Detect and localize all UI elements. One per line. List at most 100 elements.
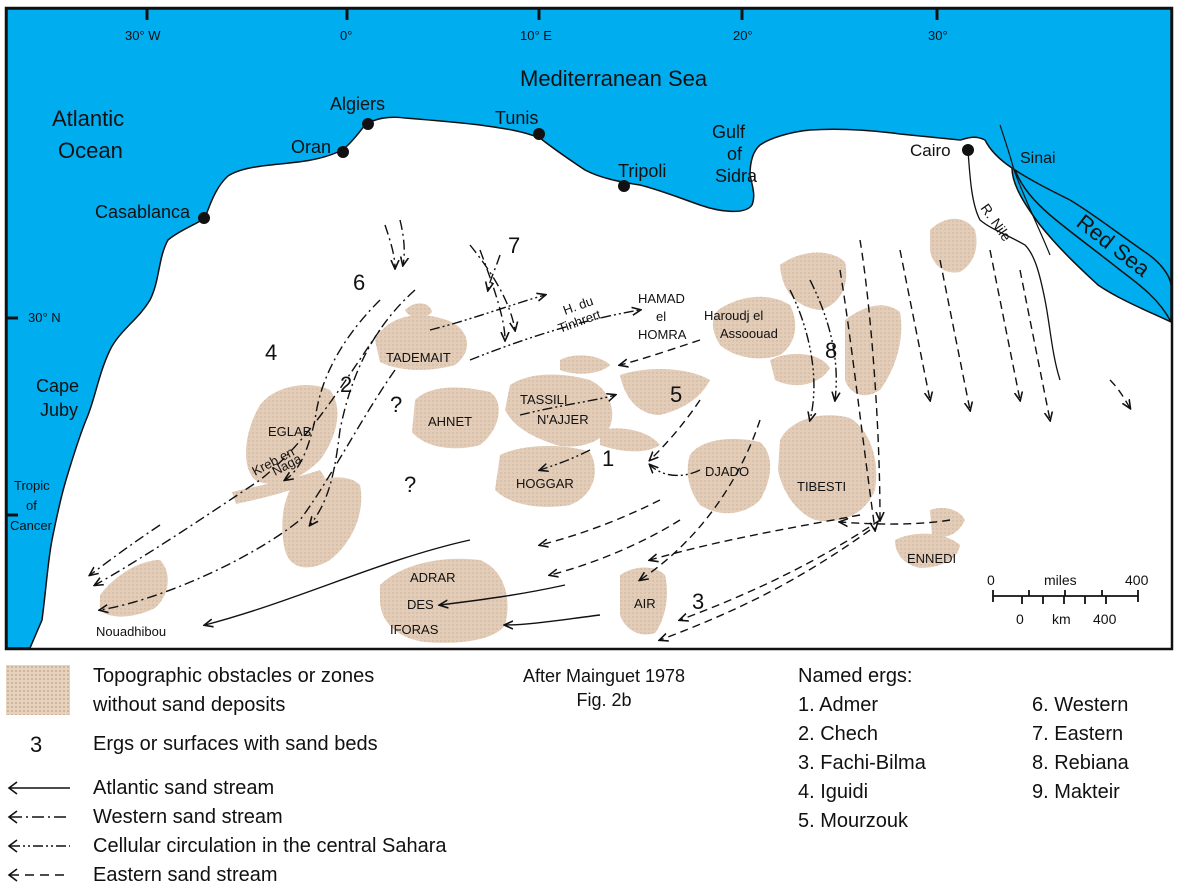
- erg-item: 1. Admer: [798, 694, 879, 716]
- city-label: Casablanca: [95, 202, 191, 222]
- erg-item: 9. Makteir: [1032, 781, 1120, 803]
- atlantic-label: Atlantic: [52, 106, 124, 131]
- erg-item: 4. Iguidi: [798, 781, 869, 803]
- eastern-stream-line: [540, 499, 661, 545]
- ergs-list-col2: 6. Western 7. Eastern 8. Rebiana 9. Makt…: [1032, 691, 1129, 807]
- massif-label: HAMAD: [638, 291, 685, 306]
- cape-label: Juby: [40, 400, 78, 420]
- cellular-stream-line: [429, 295, 545, 331]
- red-sea: [1013, 168, 1172, 323]
- massif-djado: [687, 438, 771, 514]
- atlantic-stream-symbol-head: [7, 781, 18, 795]
- atlantic-stream-line: [440, 584, 566, 605]
- massif-dakhla: [930, 218, 977, 273]
- erg-number: 8: [825, 338, 837, 363]
- erg-item: 5. Mourzouk: [798, 810, 909, 832]
- mediterranean-label: Mediterranean Sea: [520, 66, 708, 91]
- massif-label: Haroudj el: [704, 308, 763, 323]
- scale-label: km: [1052, 611, 1071, 627]
- eastern-stream-line: [620, 339, 701, 365]
- cellular-stream-line: [809, 279, 836, 400]
- longitude-label: 30° W: [125, 28, 161, 43]
- city-label: Algiers: [330, 94, 385, 114]
- erg-item: 3. Fachi-Bilma: [798, 752, 926, 774]
- legend-erg-text: Ergs or surfaces with sand beds: [93, 733, 378, 755]
- eastern-stream-line: [640, 419, 761, 580]
- ergs-list-col1: 1. Admer 2. Chech 3. Fachi-Bilma 4. Igui…: [798, 691, 926, 836]
- legend-western-stream: Western sand stream: [93, 806, 283, 828]
- erg-number: 6: [353, 270, 365, 295]
- eastern-stream-line: [939, 259, 970, 410]
- tropic-label: Cancer: [10, 518, 53, 533]
- massif-label: HOGGAR: [516, 476, 574, 491]
- tropic-label: of: [26, 498, 37, 513]
- massif-tassili: [505, 374, 613, 447]
- eastern-stream-line: [680, 519, 881, 620]
- sand-streams: [90, 219, 1130, 640]
- massif-label: ADRAR: [410, 570, 456, 585]
- erg-item: 7. Eastern: [1032, 723, 1124, 745]
- credit-source: After Mainguet 1978: [522, 666, 686, 686]
- scale-bar: [992, 590, 1139, 604]
- gulf-label: of: [727, 144, 743, 164]
- massif-tibesti: [778, 415, 877, 522]
- erg-number: 5: [670, 382, 682, 407]
- sinai-label: Sinai: [1020, 150, 1056, 167]
- cellular-stream-symbol-head: [7, 839, 18, 853]
- longitude-label: 30°: [928, 28, 948, 43]
- massif-ennedi: [895, 533, 960, 568]
- western-stream-line: [479, 249, 505, 340]
- massif-group: [100, 218, 977, 643]
- longitude-label: 20°: [733, 28, 753, 43]
- massif-fezzan-east: [780, 252, 847, 310]
- erg-item: 6. Western: [1032, 694, 1129, 716]
- eastern-stream-symbol-head: [7, 868, 18, 882]
- massif-label: HOMRA: [638, 327, 687, 342]
- erg-number: 3: [692, 589, 704, 614]
- scale-label: miles: [1044, 572, 1077, 588]
- city-dot: [962, 144, 974, 156]
- eastern-stream-line: [1019, 269, 1050, 420]
- city-label: Nouadhibou: [96, 624, 166, 639]
- city-dot: [362, 118, 374, 130]
- eastern-stream-line: [859, 239, 880, 520]
- massif-label: Assoouad: [720, 326, 778, 341]
- western-stream-line: [488, 254, 501, 290]
- scale-label: 0: [1016, 611, 1024, 627]
- massif-tassili-east: [600, 428, 660, 452]
- western-stream-symbol-head: [7, 810, 18, 824]
- city-label: Tripoli: [618, 161, 666, 181]
- erg-item: 2. Chech: [798, 723, 879, 745]
- eastern-stream-line: [660, 529, 871, 640]
- city-label: Oran: [291, 137, 331, 157]
- city-dots: [198, 118, 974, 224]
- eastern-stream-line: [840, 520, 951, 524]
- western-stream-line: [384, 224, 395, 268]
- massif-yetti: [282, 477, 362, 568]
- atlantic-stream-line: [505, 614, 601, 625]
- atlantic-stream-line: [205, 539, 471, 625]
- massif-label: TASSILI: [520, 392, 567, 407]
- ergs-heading: Named ergs:: [798, 665, 913, 687]
- credit-figure: Fig. 2b: [576, 690, 632, 710]
- massif-label: DJADO: [705, 464, 749, 479]
- massif-uweinat: [930, 508, 965, 537]
- massif-label: AHNET: [428, 414, 472, 429]
- city-dot: [533, 128, 545, 140]
- erg-item: 8. Rebiana: [1032, 752, 1129, 774]
- massif-label: AIR: [634, 596, 656, 611]
- obstacle-swatch: [6, 665, 70, 715]
- cellular-stream-line: [789, 289, 814, 420]
- massif-label: EGLAB: [268, 424, 311, 439]
- western-stream-line: [469, 244, 515, 330]
- massif-label: TADEMAIT: [386, 350, 451, 365]
- massif-hoggar: [495, 445, 595, 507]
- western-stream-line: [95, 329, 381, 585]
- massif-label: ENNEDI: [907, 551, 956, 566]
- legend-cellular-stream: Cellular circulation in the central Saha…: [93, 835, 447, 857]
- city-dot: [198, 212, 210, 224]
- scale-label: 400: [1125, 572, 1149, 588]
- massif-hamad-south: [560, 355, 610, 374]
- eastern-stream-line: [899, 249, 930, 400]
- massif-label: TIBESTI: [797, 479, 846, 494]
